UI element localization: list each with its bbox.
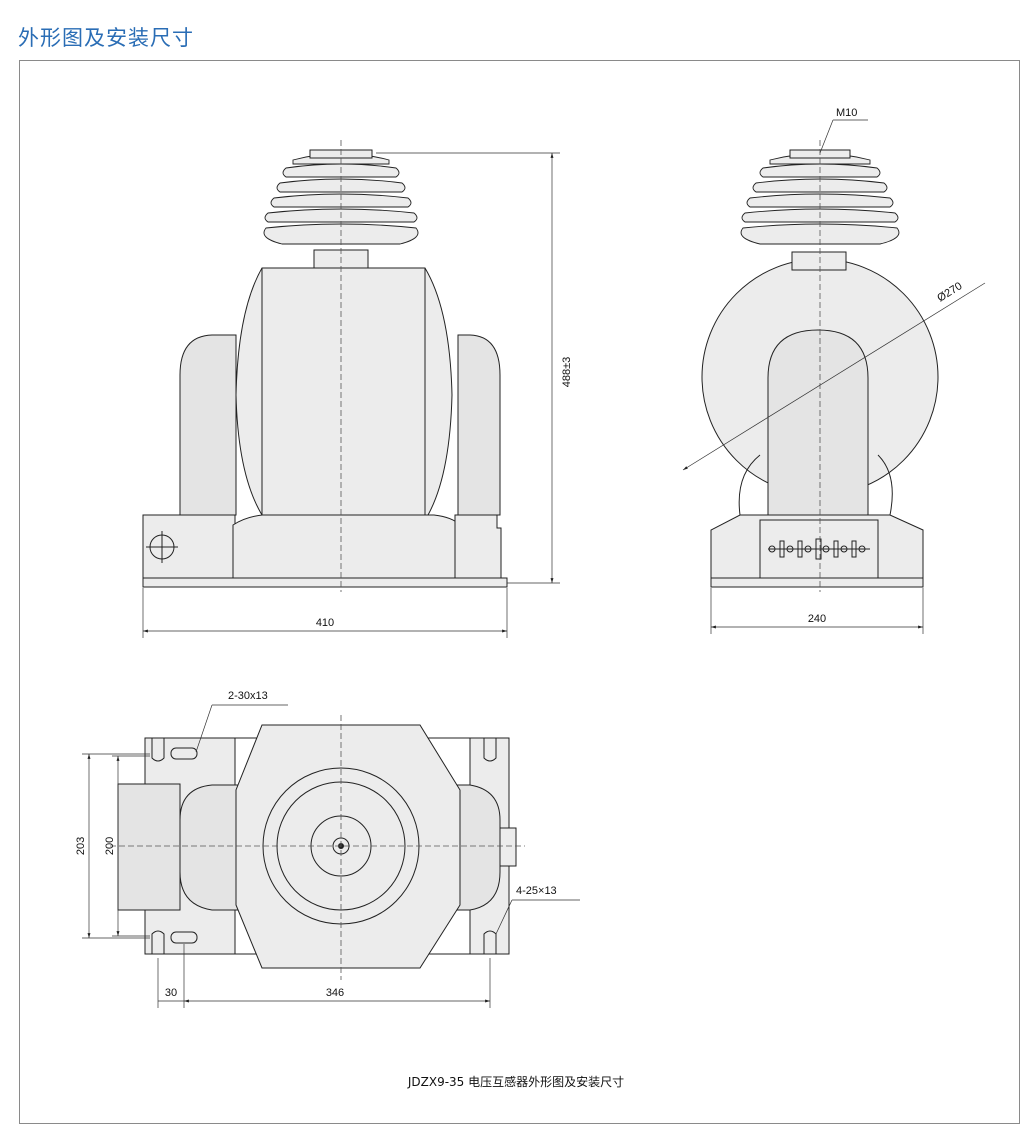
height-dimension-label: 488±3 <box>561 357 573 388</box>
front-width-label: 410 <box>316 617 334 629</box>
front-view: 488±3 410 <box>142 140 573 638</box>
drawing-caption: JDZX9-35 电压互感器外形图及安装尺寸 <box>407 1074 624 1089</box>
hole-span-label: 346 <box>326 987 344 999</box>
side-view: M10 Ø270 240 <box>682 107 986 634</box>
edge-offset-label: 30 <box>165 987 177 999</box>
top-view: 2-30x13 4-25×13 203 200 30 346 <box>75 690 580 1008</box>
inner-span-label: 200 <box>104 837 116 855</box>
page-heading: 外形图及安装尺寸 <box>18 26 194 50</box>
bolt-label: M10 <box>836 107 857 119</box>
outer-span-label: 203 <box>75 837 87 855</box>
side-width-label: 240 <box>808 613 826 625</box>
diameter-label: Ø270 <box>935 280 964 304</box>
top-slot-label: 2-30x13 <box>228 690 268 702</box>
bottom-slot-label: 4-25×13 <box>516 885 557 897</box>
